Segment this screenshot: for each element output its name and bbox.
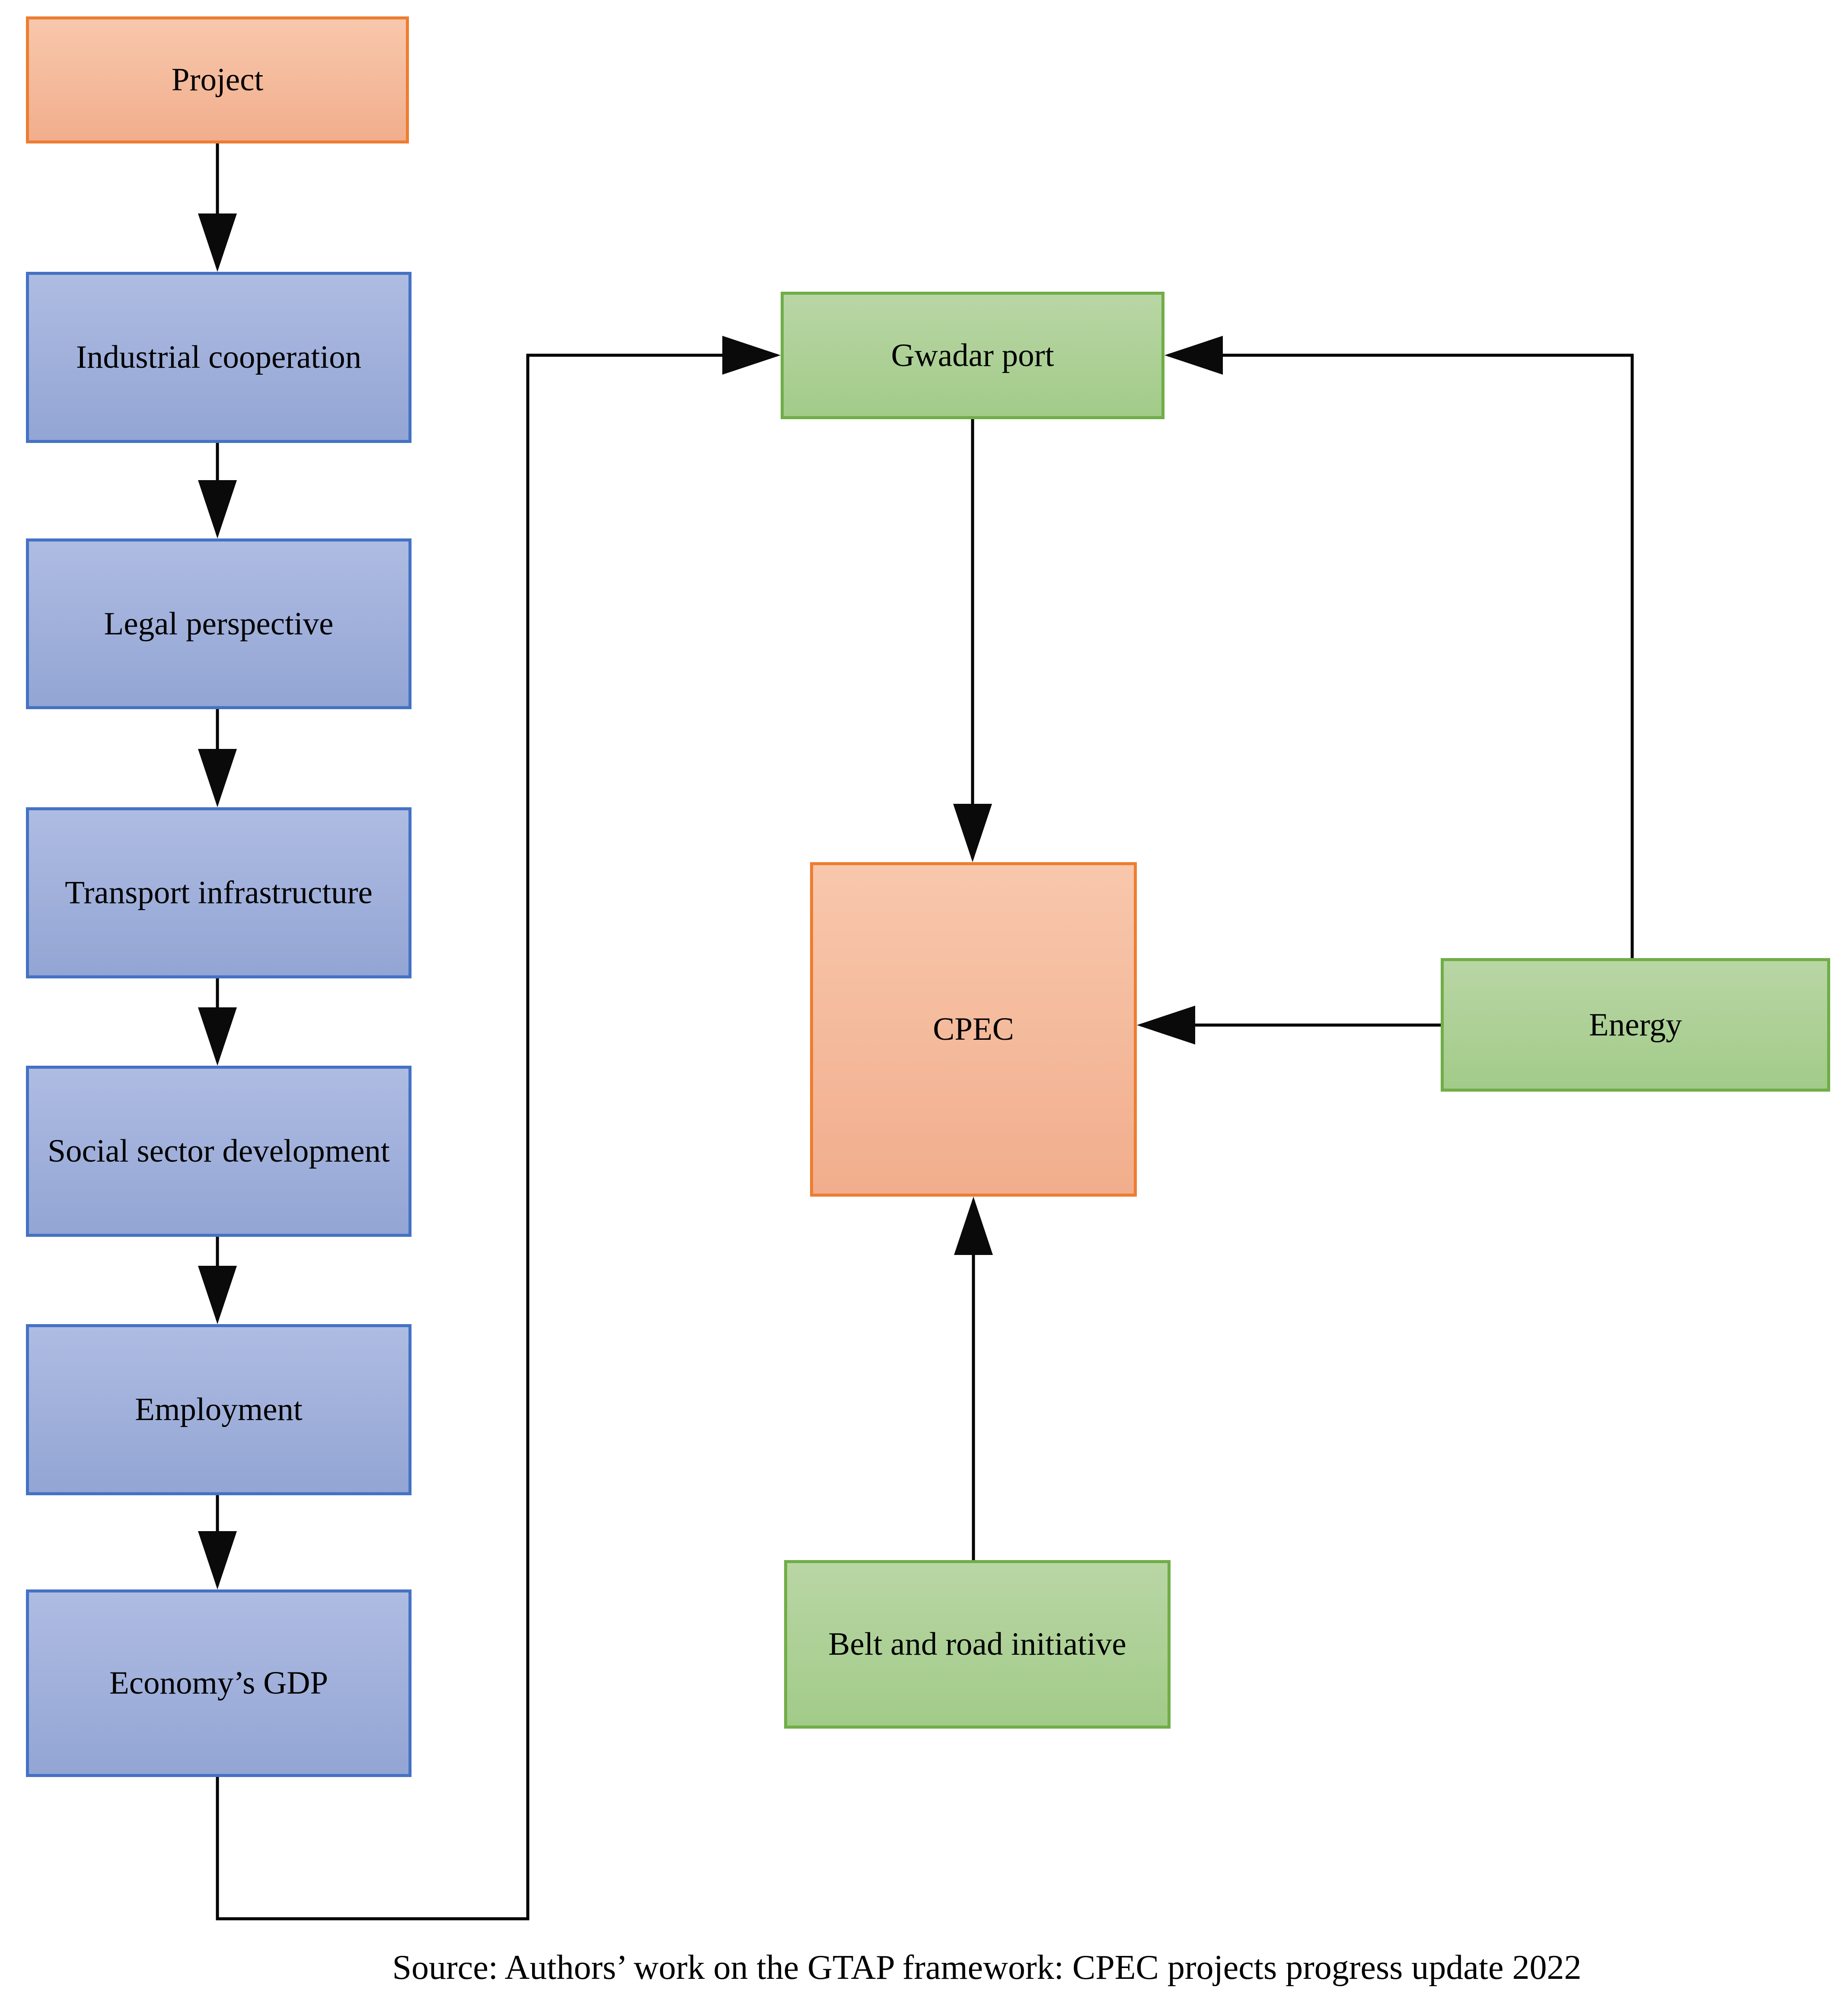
node-gwadar-port: Gwadar port (781, 292, 1164, 419)
arrowhead-gwadar-cpec (953, 804, 992, 862)
node-belt-and-road-initiative: Belt and road initiative (784, 1560, 1171, 1729)
arrowhead-belt-cpec (954, 1197, 993, 1255)
arrowhead-transport-social (198, 1007, 237, 1066)
arrowhead-legal-transport (198, 749, 237, 807)
arrowhead-energy-cpec (1137, 1006, 1195, 1045)
node-label: Project (171, 62, 264, 98)
node-legal-perspective: Legal perspective (26, 538, 412, 709)
arrowhead-energy-gwadar (1164, 336, 1223, 375)
arrowhead-industrial-legal (198, 480, 237, 538)
node-label: Belt and road initiative (828, 1626, 1126, 1662)
connector-economy-gwadar (216, 354, 777, 1920)
node-label: Social sector development (48, 1133, 390, 1169)
node-social-sector-development: Social sector development (26, 1066, 412, 1237)
node-label: Gwadar port (891, 337, 1054, 373)
node-employment: Employment (26, 1324, 412, 1495)
node-transport-infrastructure: Transport infrastructure (26, 807, 412, 978)
arrowhead-economy-gwadar (722, 336, 781, 375)
node-project: Project (26, 16, 409, 143)
node-industrial-cooperation: Industrial cooperation (26, 272, 412, 443)
node-cpec: CPEC (810, 862, 1137, 1197)
node-label: Employment (135, 1392, 303, 1427)
arrowhead-project-industrial (198, 213, 237, 272)
arrowhead-employment-economy (198, 1531, 237, 1589)
node-label: Energy (1589, 1006, 1682, 1043)
node-energy: Energy (1441, 958, 1830, 1092)
node-label: Legal perspective (104, 605, 334, 642)
node-label: Industrial cooperation (76, 339, 362, 375)
connector-energy-gwadar (1168, 354, 1634, 958)
node-economys-gdp: Economy’s GDP (26, 1589, 412, 1777)
node-label: Economy’s GDP (109, 1665, 329, 1701)
arrowhead-social-employment (198, 1266, 237, 1324)
source-caption: Source: Authors’ work on the GTAP framew… (392, 1949, 1582, 1987)
node-label: Transport infrastructure (65, 875, 373, 911)
node-label: CPEC (933, 1011, 1014, 1047)
